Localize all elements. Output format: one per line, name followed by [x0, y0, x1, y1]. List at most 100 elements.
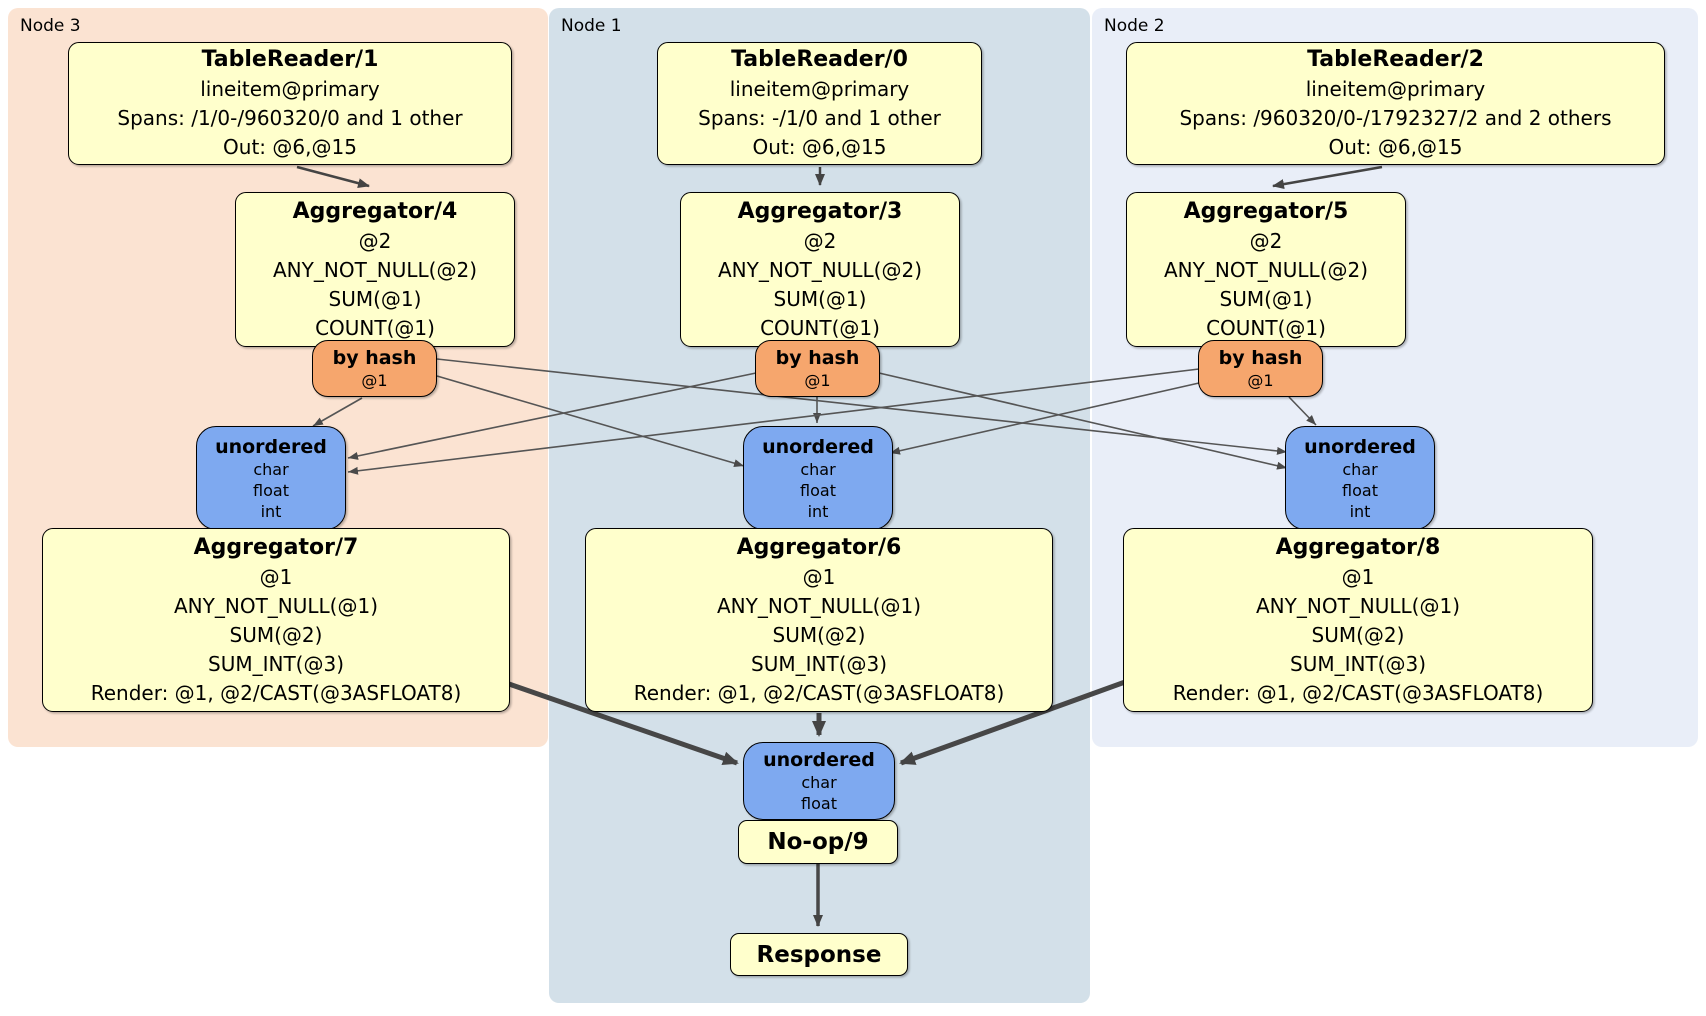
edge-agg8-syncfinal: [899, 679, 1126, 766]
box-line: lineitem@primary: [729, 77, 910, 101]
region-label-node2: Node 2: [1104, 16, 1165, 36]
box-title: Aggregator/6: [736, 534, 902, 560]
box-line: @1: [802, 564, 836, 589]
box-title: TableReader/1: [201, 47, 379, 72]
box-line: ANY_NOT_NULL(@2): [1164, 257, 1368, 282]
region-label-node1: Node 1: [561, 16, 622, 36]
box-line: SUM_INT(@3): [1290, 651, 1426, 676]
box-line: @2: [358, 228, 392, 253]
box-title: by hash: [775, 347, 860, 369]
box-title: Response: [756, 941, 882, 968]
box-line: @1: [1247, 371, 1274, 390]
box-title: unordered: [1304, 435, 1416, 458]
box-line: int: [1349, 501, 1371, 521]
edge-hash5-sync7: [347, 368, 1200, 475]
box-line: Spans: /960320/0-/1792327/2 and 2 others: [1179, 106, 1612, 130]
box-line: char: [1342, 459, 1378, 479]
edge-tr-to-agg: [296, 165, 1383, 190]
box-line: lineitem@primary: [200, 77, 380, 101]
box-line: ANY_NOT_NULL(@1): [174, 593, 378, 618]
edge-tr1-agg4: [296, 165, 370, 189]
box-line: COUNT(@1): [760, 315, 880, 340]
processor-aggregator-3: Aggregator/3 @2 ANY_NOT_NULL(@2) SUM(@1)…: [680, 192, 960, 347]
processor-tablereader-2: TableReader/2 lineitem@primary Spans: /9…: [1126, 42, 1665, 165]
processor-aggregator-7: Aggregator/7 @1 ANY_NOT_NULL(@1) SUM(@2)…: [42, 528, 510, 712]
processor-tablereader-0: TableReader/0 lineitem@primary Spans: -/…: [657, 42, 982, 165]
processor-aggregator-6: Aggregator/6 @1 ANY_NOT_NULL(@1) SUM(@2)…: [585, 528, 1053, 712]
box-line: SUM_INT(@3): [751, 651, 887, 676]
box-line: ANY_NOT_NULL(@1): [1256, 593, 1460, 618]
box-line: int: [260, 501, 282, 521]
box-title: TableReader/2: [1307, 47, 1484, 72]
box-line: SUM(@1): [328, 286, 422, 311]
box-line: int: [807, 501, 829, 521]
sync-unordered-7: unordered char float int: [196, 426, 346, 530]
box-line: float: [1342, 480, 1378, 500]
box-title: Aggregator/3: [737, 198, 903, 224]
box-line: Out: @6,@15: [1328, 135, 1463, 159]
processor-noop-9: No-op/9: [738, 820, 898, 864]
box-line: SUM_INT(@3): [208, 651, 344, 676]
box-line: ANY_NOT_NULL(@2): [718, 257, 922, 282]
box-title: by hash: [1218, 347, 1303, 369]
router-by-hash-4: by hash @1: [312, 340, 437, 397]
box-line: lineitem@primary: [1305, 77, 1486, 101]
response-box: Response: [730, 933, 908, 976]
box-title: Aggregator/4: [292, 198, 458, 224]
edge-tr2-agg5: [1272, 165, 1383, 190]
box-line: SUM(@2): [772, 622, 866, 647]
box-line: SUM(@2): [1311, 622, 1405, 647]
processor-aggregator-5: Aggregator/5 @2 ANY_NOT_NULL(@2) SUM(@1)…: [1126, 192, 1406, 347]
box-line: ANY_NOT_NULL(@2): [273, 257, 477, 282]
processor-aggregator-4: Aggregator/4 @2 ANY_NOT_NULL(@2) SUM(@1)…: [235, 192, 515, 347]
edge-hash5-sync6: [889, 382, 1200, 455]
box-line: float: [253, 480, 289, 500]
box-line: char: [800, 459, 836, 479]
box-line: Spans: /1/0-/960320/0 and 1 other: [117, 106, 463, 130]
box-line: @1: [1341, 564, 1375, 589]
box-line: Out: @6,@15: [752, 135, 887, 159]
edge-agg7-syncfinal: [508, 681, 739, 766]
sync-unordered-8: unordered char float int: [1285, 426, 1435, 530]
edge-agg-to-final-sync: [508, 679, 1126, 766]
box-line: SUM(@1): [1219, 286, 1313, 311]
processor-aggregator-8: Aggregator/8 @1 ANY_NOT_NULL(@1) SUM(@2)…: [1123, 528, 1593, 712]
box-line: Render: @1, @2/CAST(@3ASFLOAT8): [633, 680, 1005, 705]
box-title: Aggregator/5: [1183, 198, 1349, 224]
box-line: ANY_NOT_NULL(@1): [717, 593, 921, 618]
box-title: unordered: [762, 435, 874, 458]
box-line: SUM(@1): [773, 286, 867, 311]
sync-unordered-final: unordered char float: [743, 742, 895, 820]
box-title: Aggregator/7: [193, 534, 359, 560]
box-line: char: [253, 459, 289, 479]
box-line: SUM(@2): [229, 622, 323, 647]
box-line: Out: @6,@15: [223, 135, 357, 159]
edge-hash4-sync6: [436, 375, 745, 468]
box-line: COUNT(@1): [315, 315, 435, 340]
edge-hash5-sync8: [1288, 396, 1317, 426]
box-line: float: [800, 480, 836, 500]
router-by-hash-5: by hash @1: [1198, 340, 1323, 397]
box-line: @2: [1249, 228, 1283, 253]
edge-hash3-sync8: [878, 372, 1288, 470]
processor-tablereader-1: TableReader/1 lineitem@primary Spans: /1…: [68, 42, 512, 165]
box-line: Spans: -/1/0 and 1 other: [698, 106, 941, 130]
router-by-hash-3: by hash @1: [755, 340, 880, 397]
box-title: unordered: [763, 749, 875, 771]
region-label-node3: Node 3: [20, 16, 81, 36]
box-title: unordered: [215, 435, 327, 458]
box-title: by hash: [332, 347, 417, 369]
box-title: Aggregator/8: [1275, 534, 1441, 560]
box-title: No-op/9: [767, 829, 869, 855]
box-line: @1: [361, 371, 388, 390]
box-line: @2: [803, 228, 837, 253]
box-line: float: [801, 794, 837, 813]
edge-hash4-sync8: [436, 358, 1288, 455]
box-line: COUNT(@1): [1206, 315, 1326, 340]
sync-unordered-6: unordered char float int: [743, 426, 893, 530]
box-line: @1: [804, 371, 831, 390]
box-line: @1: [259, 564, 293, 589]
edge-hash3-sync7: [347, 372, 757, 460]
